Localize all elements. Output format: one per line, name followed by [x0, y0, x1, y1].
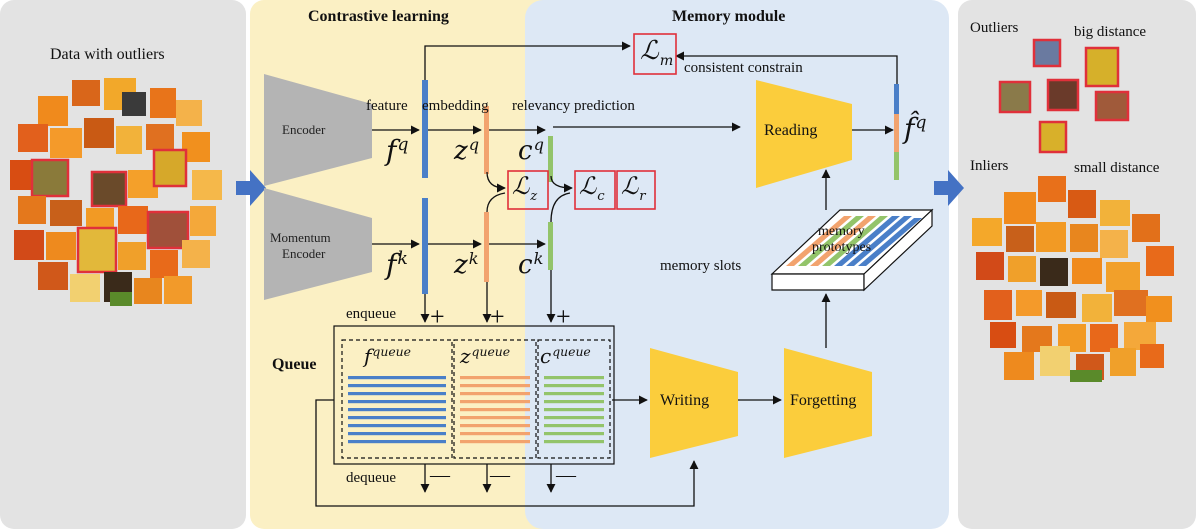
forgetting-block: [784, 348, 872, 458]
writing-block: [650, 348, 738, 458]
consistent-constrain-label: consistent constrain: [684, 60, 803, 76]
prediction-bar-k: [548, 222, 553, 270]
outlier-images: [998, 38, 1130, 154]
momentum-encoder-label-2: Encoder: [282, 246, 326, 261]
forgetting-label: Forgetting: [790, 392, 857, 409]
outliers-title: Outliers: [970, 20, 1019, 36]
queue-label: Queue: [272, 356, 317, 373]
memory-prototypes-label-2: prototypes: [812, 240, 872, 255]
momentum-encoder-label-1: Momentum: [270, 230, 331, 245]
contrastive-learning-title: Contrastive learning: [308, 8, 449, 25]
f-k-symbol: fk: [386, 248, 408, 281]
f-q-symbol: fq: [386, 134, 409, 167]
loss-c-box: [574, 170, 616, 210]
reading-block: [756, 80, 852, 188]
embedding-label: embedding: [422, 98, 489, 114]
arrow-right-icon: [934, 170, 964, 206]
loss-m-box: [633, 33, 677, 75]
loss-r-label: ℒr: [621, 172, 646, 204]
loss-m-label: ℒm: [640, 36, 674, 70]
embedding-bar-k: [484, 212, 489, 282]
relevancy-prediction-label: relevancy prediction: [512, 98, 635, 114]
z-k-symbol: zk: [454, 249, 479, 280]
memory-prototypes: [786, 216, 922, 266]
queue-z-stripes: [460, 376, 530, 444]
feature-bar-q: [422, 80, 428, 178]
writing-label: Writing: [660, 392, 710, 409]
encoder-shape: [264, 74, 372, 186]
input-images: [10, 78, 222, 306]
loss-z-label: ℒz: [512, 172, 538, 204]
c-queue-symbol: cqueue: [540, 344, 591, 368]
enqueue-plus-c: +: [556, 302, 571, 331]
queue-c-stripes: [544, 376, 604, 444]
z-q-symbol: zq: [454, 135, 480, 166]
embedding-bar-q: [484, 106, 489, 174]
image-thumbnail-icon: [38, 96, 68, 126]
loss-z-box: [507, 170, 549, 210]
loss-c-label: ℒc: [579, 172, 605, 204]
big-distance-label: big distance: [1074, 24, 1147, 40]
feature-label: feature: [366, 98, 408, 114]
queue-box: [333, 325, 615, 465]
inlier-images: [972, 176, 1174, 382]
momentum-encoder-shape: [264, 188, 372, 300]
enqueue-plus-f: +: [430, 302, 445, 331]
inliers-title: Inliers: [970, 158, 1009, 174]
dequeue-minus-c: —: [556, 464, 576, 486]
z-queue-symbol: zqueue: [460, 344, 511, 368]
f-hat-q-symbol: f̂q: [904, 112, 927, 145]
enqueue-label: enqueue: [346, 306, 396, 322]
enqueue-plus-z: +: [490, 302, 505, 331]
small-distance-label: small distance: [1074, 160, 1160, 176]
loss-r-box: [616, 170, 656, 210]
f-queue-symbol: fqueue: [364, 344, 411, 368]
arrow-right-icon: [236, 170, 266, 206]
reading-label: Reading: [764, 122, 818, 139]
dequeue-label: dequeue: [346, 470, 396, 486]
feature-bar-k: [422, 198, 428, 294]
prediction-bar-q: [548, 136, 553, 182]
memory-prototypes-label-1: memory: [818, 224, 865, 239]
c-q-symbol: cq: [518, 135, 544, 166]
input-panel-title: Data with outliers: [50, 46, 165, 63]
dequeue-minus-z: —: [490, 464, 510, 486]
encoder-label: Encoder: [282, 122, 326, 137]
dequeue-minus-f: —: [430, 464, 450, 486]
queue-f-stripes: [348, 376, 446, 444]
memory-module-title: Memory module: [672, 8, 786, 25]
c-k-symbol: ck: [518, 249, 544, 280]
memory-slots-label: memory slots: [660, 258, 742, 274]
